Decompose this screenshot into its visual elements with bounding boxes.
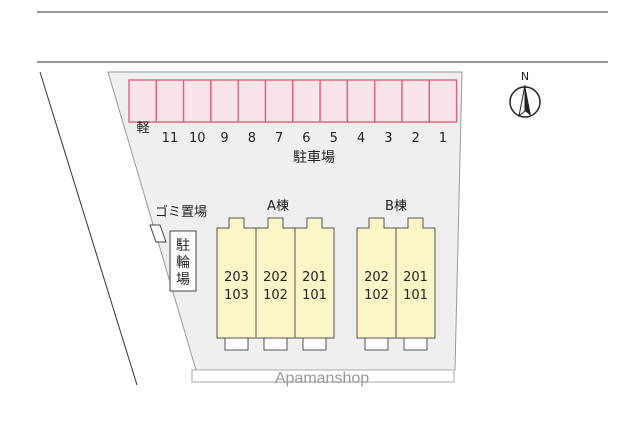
- unit-number-upper: 201: [302, 270, 327, 285]
- road-line-left: [39, 71, 138, 386]
- unit-number-upper: 203: [224, 270, 249, 285]
- unit-entrance-step: [263, 337, 288, 351]
- unit-entrance-step: [364, 337, 389, 351]
- unit-number-lower: 103: [224, 288, 249, 303]
- unit-entrance-step: [302, 337, 327, 351]
- garbage-area-label: ゴミ置場: [155, 204, 207, 220]
- parking-space-number: 11: [162, 131, 179, 146]
- parking-space: [182, 79, 212, 123]
- unit-entrance-step: [403, 337, 428, 351]
- parking-space: [346, 79, 376, 123]
- parking-space-numbers: 11 10 9 8 7 6 5 4 3 2 1: [162, 131, 447, 146]
- parking-space: [374, 79, 403, 123]
- unit-number-lower: 102: [263, 288, 288, 303]
- building-a-label: A棟: [267, 199, 289, 214]
- compass-north-label: N: [521, 70, 529, 83]
- parking-space: [155, 79, 185, 123]
- bicycle-parking-label: 駐 輪 場: [176, 238, 190, 288]
- parking-space-number: 1: [439, 131, 447, 146]
- parking-space-number: 2: [412, 131, 420, 146]
- parking-space-number: 9: [220, 131, 228, 146]
- bicycle-label-char: 場: [176, 272, 190, 288]
- parking-space: [401, 79, 430, 123]
- unit-entrance-step: [224, 337, 249, 351]
- unit-number-upper: 201: [403, 270, 428, 285]
- parking-space: [428, 79, 458, 123]
- site-front-strip: [191, 369, 455, 383]
- north-compass: N: [509, 70, 541, 118]
- parking-space: [319, 79, 349, 123]
- parking-space: [292, 79, 321, 123]
- parking-row: [128, 79, 458, 123]
- building-b-label: B棟: [385, 199, 407, 214]
- parking-space-number: 5: [330, 131, 338, 146]
- bicycle-label-char: 駐: [176, 238, 190, 254]
- unit-number-lower: 101: [403, 288, 428, 303]
- parking-area-label: 駐車場: [293, 149, 335, 166]
- parking-space-number: 10: [189, 131, 206, 146]
- building-b: 202 102 201 101: [356, 217, 436, 351]
- unit-number-lower: 102: [364, 288, 389, 303]
- unit-number-upper: 202: [364, 270, 389, 285]
- parking-space: [210, 79, 239, 123]
- building-a: 203 103 202 102 201 101: [216, 217, 335, 351]
- parking-space-number: 7: [275, 131, 283, 146]
- bicycle-label-char: 輪: [176, 254, 190, 271]
- parking-space-number: 8: [248, 131, 256, 146]
- unit-number-upper: 202: [263, 270, 288, 285]
- bicycle-parking-box: [169, 230, 197, 292]
- parking-space-number: 6: [302, 131, 310, 146]
- parking-space-number: 3: [384, 131, 392, 146]
- parking-space: [264, 79, 294, 123]
- parking-space-kei: [128, 79, 157, 123]
- parking-space: [237, 79, 267, 123]
- garbage-area-box: [149, 224, 167, 243]
- parking-space-number: 4: [357, 131, 365, 146]
- kei-parking-label: 軽: [136, 121, 149, 136]
- watermark: Apamanshop: [275, 370, 369, 387]
- compass-needle-right: [525, 85, 531, 116]
- unit-number-lower: 101: [302, 288, 327, 303]
